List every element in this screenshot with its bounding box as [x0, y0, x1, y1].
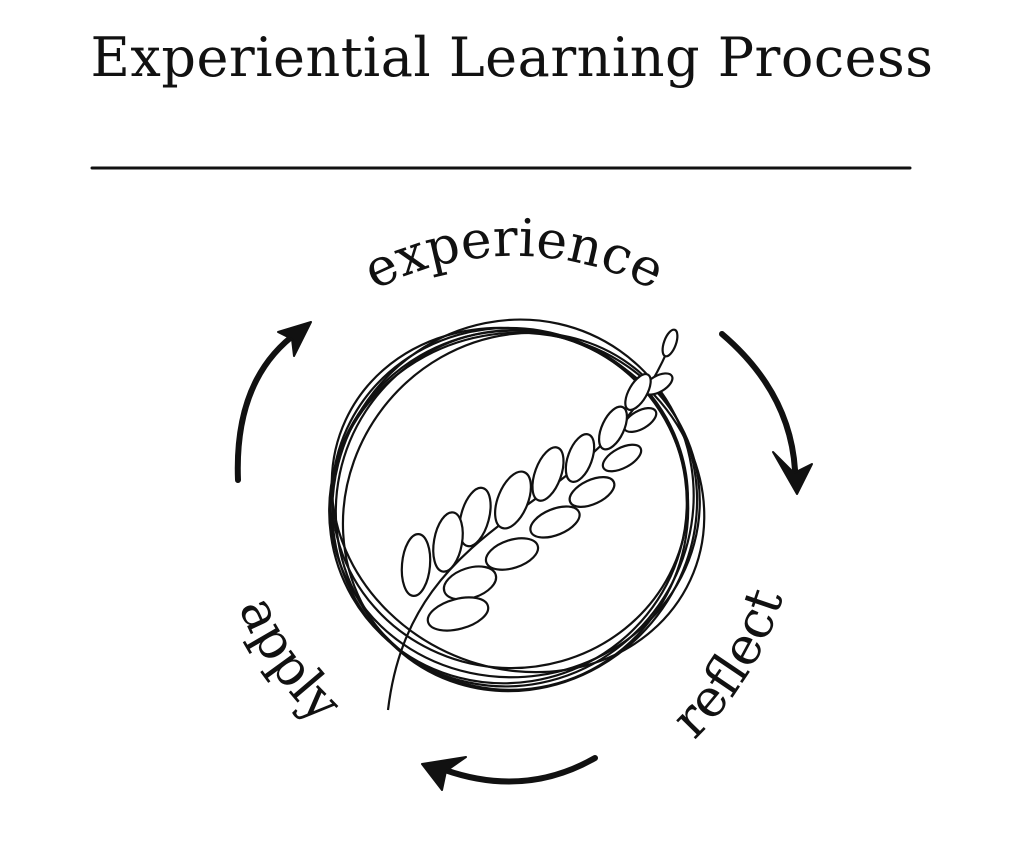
wheat-stalk-icon: [386, 328, 679, 711]
scribble-circle: [328, 318, 706, 693]
stage-label-apply: apply: [227, 588, 354, 735]
cycle-arrow-experience-to-reflect: [719, 331, 813, 495]
cycle-arrow-apply-to-experience: [234, 321, 312, 483]
arrow-head-icon: [772, 451, 813, 495]
cycle-arrow-reflect-to-apply: [421, 755, 598, 791]
page-title: Experiential Learning Process: [90, 26, 934, 89]
arrow-head-icon: [277, 321, 312, 357]
stage-label-experience: experience: [355, 209, 674, 302]
arrow-head-icon: [421, 756, 467, 791]
stage-label-reflect: reflect: [661, 581, 796, 749]
